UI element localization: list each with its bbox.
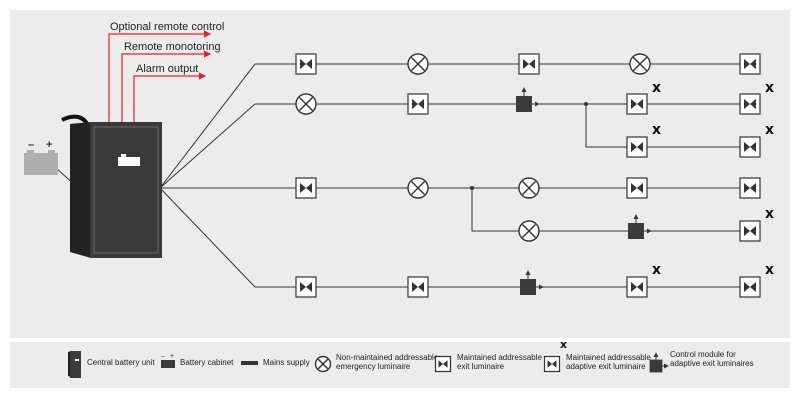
exit-luminaire (295, 53, 317, 75)
control-module (649, 352, 669, 373)
exit-luminaire (407, 93, 429, 115)
central-battery-unit-icon (68, 351, 81, 378)
exit-luminaire (626, 276, 648, 298)
legend-label-maintained-exit-line2: exit luminaire (457, 362, 505, 371)
control-module-icon (649, 352, 669, 373)
emergency-luminaire (407, 177, 429, 199)
legend-label-central-battery-unit: Central battery unit (87, 358, 155, 367)
emergency-luminaire (518, 220, 540, 242)
exit-luminaire (543, 355, 561, 373)
control-module (520, 270, 544, 295)
adaptive-x-mark: x (652, 80, 661, 96)
battery-cabinet-icon: – + (161, 353, 175, 368)
legend-label-maintained-exit-line1: Maintained addressable (457, 353, 542, 362)
exit-luminaire (626, 93, 648, 115)
adaptive-x-mark: x (765, 122, 774, 138)
signal-label-remote-control: Optional remote control (110, 21, 224, 33)
exit-luminaire (434, 355, 452, 373)
legend-label-battery-cabinet: Battery cabinet (180, 358, 234, 367)
adaptive-exit-luminaire-icon (543, 355, 561, 373)
exit-luminaire (739, 93, 761, 115)
adaptive-x-mark: x (765, 262, 774, 278)
legend-label-adaptive-exit-line1: Maintained addressable (566, 353, 651, 362)
emergency-luminaire (629, 53, 651, 75)
legend-label-non-maintained: Non-maintained addressable emergency lum… (336, 353, 441, 371)
battery-cabinet-minus: – (161, 353, 165, 360)
exit-luminaire (295, 177, 317, 199)
adaptive-x-mark: x (652, 262, 661, 278)
legend-label-adaptive-exit: Maintained addressable adaptive exit lum… (566, 353, 653, 371)
emergency-luminaire (295, 93, 317, 115)
legend-label-control-module: Control module for adaptive exit luminai… (670, 350, 754, 368)
battery-minus-sign: – (28, 139, 34, 151)
maintained-exit-luminaire-icon (434, 355, 452, 373)
exit-luminaire (739, 136, 761, 158)
battery-cabinet-plus: + (170, 353, 174, 360)
signal-line-alarm-output (133, 72, 207, 128)
emergency-luminaire (314, 355, 332, 373)
control-module (628, 214, 652, 239)
adaptive-x-mark: x (765, 80, 774, 96)
exit-luminaire (739, 177, 761, 199)
legend-label-non-maintained-line2: emergency luminaire (336, 362, 411, 371)
legend-label-control-module-line1: Control module for (670, 350, 736, 359)
adaptive-x-mark: x (765, 206, 774, 222)
exit-luminaire (626, 136, 648, 158)
exit-luminaire (518, 53, 540, 75)
junction-dot (584, 102, 588, 106)
signal-label-remote-monitoring: Remote monotoring (124, 41, 221, 53)
legend-label-mains-supply: Mains supply (263, 358, 310, 367)
emergency-luminaire (518, 177, 540, 199)
exit-luminaire (626, 177, 648, 199)
signal-label-alarm-output: Alarm output (136, 63, 198, 75)
junction-dot (470, 186, 474, 190)
exit-luminaire (407, 276, 429, 298)
battery-plus-sign: + (46, 139, 52, 151)
legend-label-non-maintained-line1: Non-maintained addressable (336, 353, 439, 362)
central-battery-unit (70, 122, 162, 258)
adaptive-x-mark: x (652, 122, 661, 138)
exit-luminaire (739, 53, 761, 75)
devices-layer: x x x x x x x (295, 53, 774, 298)
signal-lines (108, 30, 212, 128)
signal-line-remote-monitoring (121, 50, 212, 128)
legend-label-adaptive-exit-line2: adaptive exit luminaire (566, 362, 646, 371)
circuit-wiring (159, 63, 755, 288)
legend-label-control-module-line2: adaptive exit luminaires (670, 359, 754, 368)
signal-line-remote-control (108, 30, 212, 128)
exit-luminaire (739, 276, 761, 298)
non-maintained-emergency-luminaire-icon (314, 355, 332, 373)
mains-supply-icon (241, 361, 258, 365)
legend-x-mark: x (560, 338, 567, 351)
exit-luminaire (295, 276, 317, 298)
control-module (516, 87, 540, 112)
battery-icon (24, 150, 58, 175)
exit-luminaire (739, 220, 761, 242)
legend: Central battery unit – + Battery cabinet… (68, 338, 754, 378)
emergency-luminaire (407, 53, 429, 75)
legend-label-maintained-exit: Maintained addressable exit luminaire (457, 353, 544, 371)
